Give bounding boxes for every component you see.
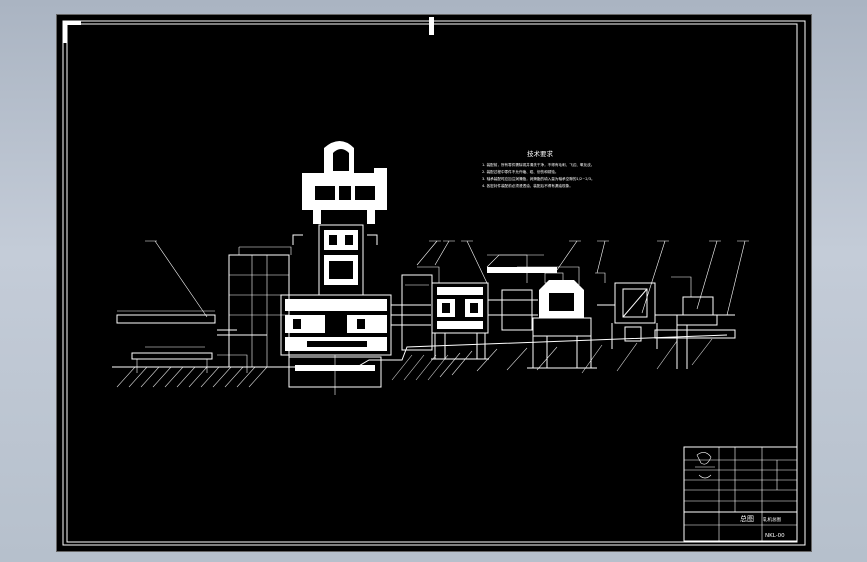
drawing-name: 总图 bbox=[740, 514, 754, 523]
tech-requirements: 技术要求 1. 装配前，所有零件需除锈并清洗干净，不得有毛刺、飞边、氧化皮。 2… bbox=[482, 149, 595, 188]
tech-note-3: 3. 轴承装配时应加注润滑脂，润滑脂的填入量为轴承空隙的1/2~2/3。 bbox=[482, 176, 595, 181]
cad-drawing: 技术要求 1. 装配前，所有零件需除锈并清洗干净，不得有毛刺、飞边、氧化皮。 2… bbox=[62, 17, 806, 546]
tech-note-1: 1. 装配前，所有零件需除锈并清洗干净，不得有毛刺、飞边、氧化皮。 bbox=[482, 162, 594, 167]
tech-note-2: 2. 装配过程中零件不允许磕、碰、划伤和锈蚀。 bbox=[482, 169, 558, 174]
corner-mark bbox=[63, 21, 81, 43]
second-stand bbox=[417, 254, 528, 360]
title-block: 总图 NKL-00 轧机总图 bbox=[683, 446, 798, 542]
drawing-sheet: 技术要求 1. 装配前，所有零件需除锈并清洗干净，不得有毛刺、飞边、氧化皮。 2… bbox=[56, 14, 812, 552]
machine-assembly bbox=[112, 141, 749, 395]
third-stand bbox=[517, 266, 597, 369]
drawing-number: NKL-00 bbox=[765, 533, 785, 539]
company-name: 轧机总图 bbox=[763, 516, 781, 523]
mill-stand bbox=[280, 141, 392, 395]
ground-hatch bbox=[116, 338, 713, 388]
fourth-stand bbox=[595, 272, 736, 369]
leader-lines bbox=[145, 240, 749, 318]
tech-title: 技术要求 bbox=[527, 149, 554, 158]
center-mark bbox=[429, 17, 434, 35]
tech-note-4: 4. 各密封件装配前必须浸透油，装配后不得有漏油现象。 bbox=[482, 183, 573, 188]
